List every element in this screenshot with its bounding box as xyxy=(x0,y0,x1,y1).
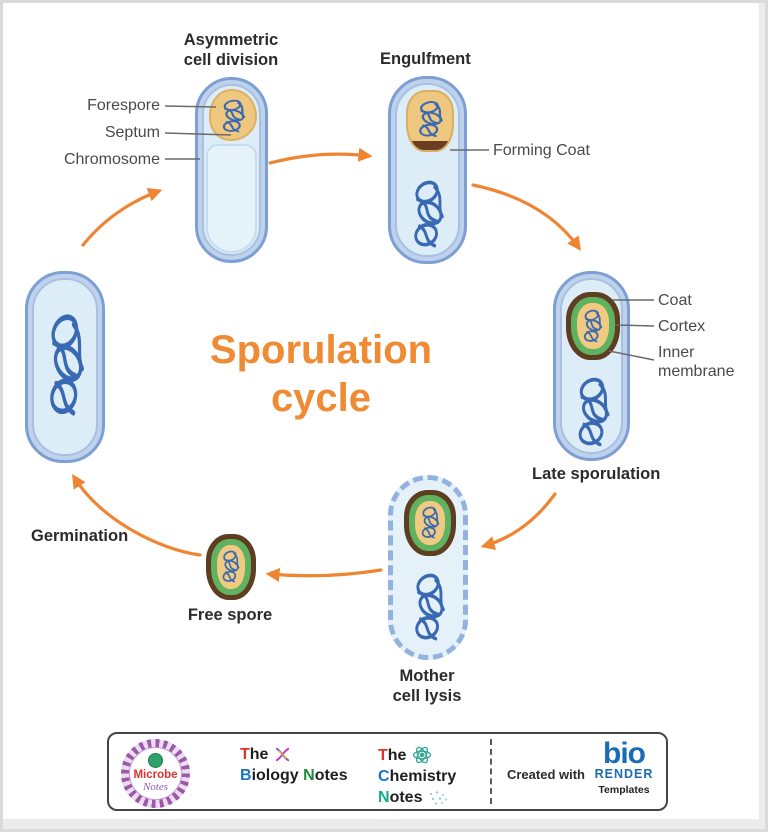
forespore xyxy=(209,89,257,141)
spore-coat xyxy=(404,490,456,556)
dots-decoration-icon xyxy=(430,790,448,805)
arrow-late-to-lysis xyxy=(480,492,557,550)
chromosome-icon xyxy=(408,175,450,253)
arrow-engulfment-to-late xyxy=(471,183,582,251)
mother-compartment xyxy=(206,144,257,253)
footer-credits-bar: Microbe Notes The Biology Notes The xyxy=(107,732,668,811)
callout-inner-membrane: Inner membrane xyxy=(658,344,735,380)
title-line-1: Sporulation xyxy=(209,328,433,372)
arrow-division-to-engulfment xyxy=(268,147,373,165)
stage-label-mother-cell-lysis: Mother cell lysis xyxy=(392,667,462,705)
footer-divider xyxy=(490,739,492,804)
arrow-germination-to-division xyxy=(81,188,163,247)
engulfment-cell xyxy=(388,76,467,264)
created-with-text: Created with xyxy=(506,767,585,782)
late-sporulation-cell xyxy=(553,271,630,461)
forming-coat xyxy=(408,141,452,150)
biology-notes-brand: The Biology Notes xyxy=(240,746,348,784)
chromosome-icon xyxy=(418,504,443,541)
spore-coat xyxy=(566,292,620,360)
callout-forming-coat: Forming Coat xyxy=(493,142,590,159)
callout-chromosome: Chromosome xyxy=(63,151,160,168)
callout-coat: Coat xyxy=(658,292,692,309)
atom-icon xyxy=(413,746,432,764)
free-spore xyxy=(206,534,256,600)
stage-label-engulfment: Engulfment xyxy=(380,50,471,68)
diagram-title: Sporulation cycle xyxy=(163,326,479,422)
biorender-render-wordmark: RENDER xyxy=(594,767,654,781)
chromosome-icon xyxy=(43,306,91,424)
callout-septum: Septum xyxy=(104,124,160,141)
biorender-logo: bio RENDER Templates xyxy=(587,737,661,797)
arrow-lysis-to-spore xyxy=(265,567,383,582)
chromosome-icon xyxy=(580,307,606,345)
microbe-logo-word1: Microbe xyxy=(133,769,178,781)
chromosome-icon xyxy=(572,372,616,452)
microbe-logo-word2: Notes xyxy=(142,781,169,793)
chemistry-notes-brand: The Chemistry Notes xyxy=(378,744,456,808)
engulfed-forespore xyxy=(406,90,454,152)
vegetative-cell xyxy=(25,271,105,463)
chromosome-icon xyxy=(409,568,451,646)
chromosome-icon xyxy=(218,97,250,135)
chromosome-icon xyxy=(219,548,243,585)
callout-cortex: Cortex xyxy=(658,318,706,335)
chromosome-icon xyxy=(414,98,448,140)
dna-icon xyxy=(276,747,290,762)
title-line-2: cycle xyxy=(270,376,372,420)
stage-label-asymmetric: Asymmetric cell division xyxy=(183,31,279,69)
stage-label-free-spore: Free spore xyxy=(187,606,273,624)
asymmetric-division-cell xyxy=(195,77,268,263)
biorender-templates-text: Templates xyxy=(598,784,650,796)
stage-label-late-sporulation: Late sporulation xyxy=(532,465,661,483)
biorender-bio-wordmark: bio xyxy=(603,737,646,770)
callout-forespore: Forespore xyxy=(87,97,160,114)
microbe-notes-logo: Microbe Notes xyxy=(121,739,190,808)
stage-label-germination: Germination xyxy=(31,527,129,545)
lysing-mother-cell xyxy=(388,475,468,660)
microbe-icon xyxy=(148,753,163,768)
